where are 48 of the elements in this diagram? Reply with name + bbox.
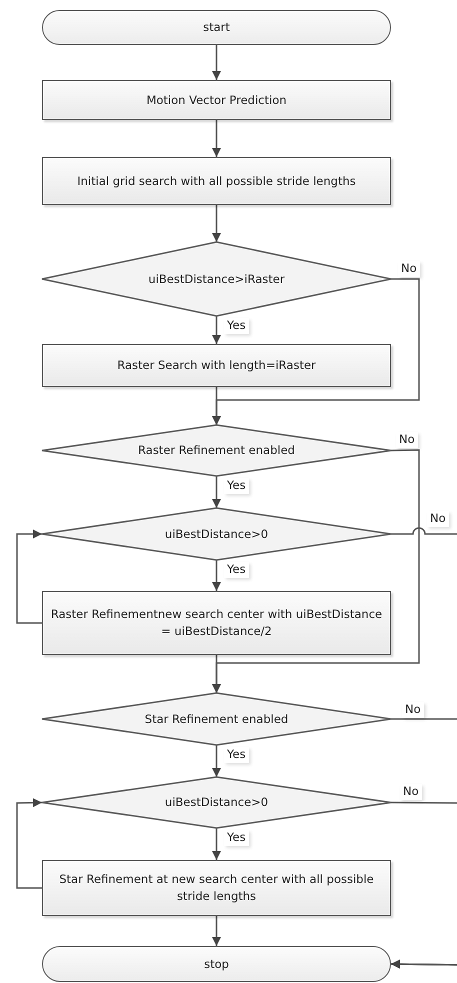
terminal-shape	[42, 10, 391, 45]
node-text: Initial grid search with all possible stride lengths	[76, 172, 357, 190]
node-text: Motion Vector Prediction	[145, 92, 288, 108]
terminal-shape	[42, 946, 391, 982]
node-text: Raster Search with length=iRaster	[116, 357, 317, 374]
arrow	[212, 916, 221, 946]
arrow	[390, 802, 457, 969]
node-text: start	[202, 19, 231, 36]
arrow	[212, 205, 221, 242]
decision-diamond	[42, 777, 391, 828]
edge-label: No	[398, 261, 420, 277]
node-text: Raster Refinement enabled	[137, 442, 296, 459]
edge-label: No	[402, 702, 424, 718]
process-box	[42, 591, 391, 655]
arrow	[212, 120, 221, 157]
edge-label: No	[400, 784, 422, 800]
node-text: Star Refinement at new search center with all possible stride lengths	[58, 871, 375, 905]
node-text: uiBestDistance>iRaster	[147, 270, 286, 288]
arrow	[212, 316, 221, 344]
decision-diamond	[42, 693, 391, 745]
edge-label: No	[427, 511, 449, 527]
arrow	[16, 798, 42, 889]
edge-label: Yes	[224, 478, 249, 494]
node-text: Star Refinement enabled	[144, 710, 290, 728]
node-text: stop	[203, 956, 230, 972]
edge-label: Yes	[224, 318, 249, 334]
process-box	[42, 80, 391, 120]
process-box	[42, 344, 391, 387]
process-box	[42, 860, 391, 916]
arrow	[16, 530, 42, 624]
decision-diamond	[42, 425, 391, 476]
decision-diamond	[42, 242, 391, 316]
arrow	[212, 476, 221, 508]
arrow	[212, 560, 221, 591]
arrow	[212, 828, 221, 860]
arrow	[212, 45, 221, 80]
arrow	[212, 387, 221, 425]
edge-label: Yes	[224, 562, 249, 578]
node-text: Raster Refinementnew search center with uiBestDistance = uiBestDistance/2	[50, 606, 384, 640]
arrow	[212, 655, 221, 693]
edge-label: Yes	[224, 830, 249, 846]
node-text: uiBestDistance>0	[164, 794, 270, 811]
edge-label: Yes	[224, 747, 249, 763]
decision-diamond	[42, 508, 391, 560]
process-box	[42, 157, 391, 205]
edge-label: No	[396, 432, 418, 448]
arrow	[212, 745, 221, 777]
node-text: uiBestDistance>0	[164, 526, 270, 542]
